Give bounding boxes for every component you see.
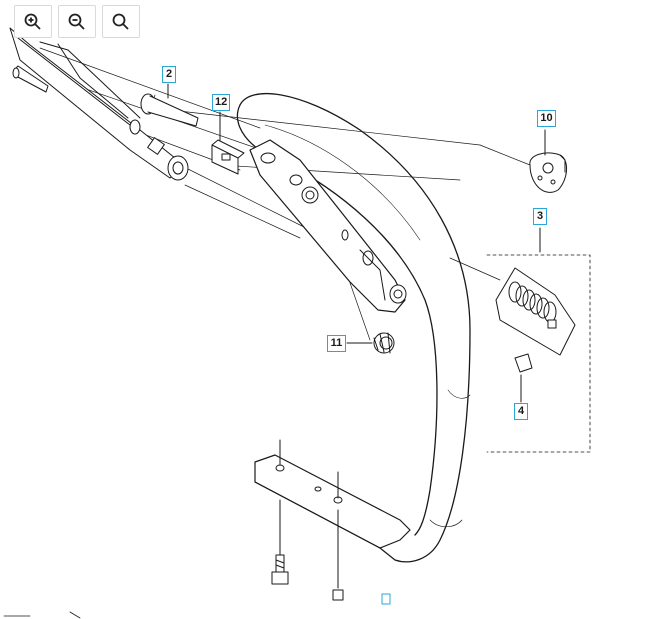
handle-bracket-arm bbox=[249, 139, 407, 313]
part-2-pin bbox=[140, 83, 199, 127]
bottom-bolts bbox=[271, 499, 344, 601]
bolt-left bbox=[12, 65, 49, 93]
part-11-nut bbox=[346, 332, 395, 354]
edge-fragments bbox=[3, 593, 391, 619]
bottom-mounting-plate bbox=[254, 439, 411, 549]
zoom-toolbar bbox=[14, 5, 140, 38]
callout-12[interactable]: 12 bbox=[212, 94, 230, 111]
callout-4[interactable]: 4 bbox=[514, 403, 528, 420]
part-10-buffer bbox=[529, 129, 567, 193]
left-handle-rod bbox=[9, 27, 189, 181]
part-3-group bbox=[486, 227, 591, 453]
zoom-out-button[interactable] bbox=[58, 5, 96, 38]
zoom-in-button[interactable] bbox=[14, 5, 52, 38]
zoom-in-icon bbox=[24, 13, 41, 30]
callout-2[interactable]: 2 bbox=[162, 66, 176, 83]
zoom-out-icon bbox=[68, 13, 85, 30]
magnifier-icon bbox=[112, 13, 129, 30]
callout-11[interactable]: 11 bbox=[327, 335, 346, 352]
zoom-reset-button[interactable] bbox=[102, 5, 140, 38]
callout-3[interactable]: 3 bbox=[533, 208, 547, 225]
callout-10[interactable]: 10 bbox=[537, 110, 556, 127]
part-4-clip bbox=[514, 353, 533, 403]
part-12-bracket bbox=[211, 111, 245, 175]
